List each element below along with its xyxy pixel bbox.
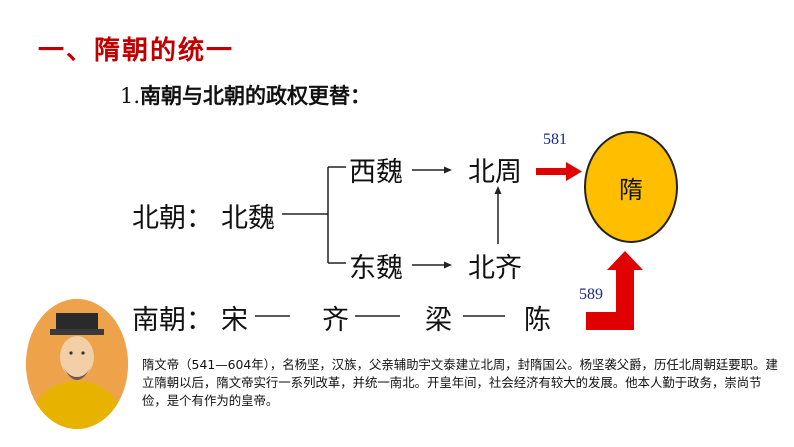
year-589: 589 [579, 286, 603, 303]
year-581: 581 [543, 131, 567, 148]
node-beiqi: 北齐 [468, 253, 522, 284]
arrowhead [494, 186, 502, 194]
sui-label: 隋 [619, 175, 643, 204]
node-song: 宋 [221, 305, 248, 336]
section-number: 1. [120, 84, 141, 108]
arrowhead [444, 261, 452, 269]
north-label: 北朝： [132, 203, 213, 234]
red-arrow-south [586, 251, 643, 330]
node-liang: 梁 [425, 305, 452, 336]
node-qi: 齐 [322, 305, 349, 336]
red-arrow-north-shaft [536, 168, 568, 175]
node-dongwei: 东魏 [349, 253, 403, 284]
south-label: 南朝： [132, 305, 213, 336]
emperor-figure-icon [26, 299, 128, 429]
emperor-portrait [26, 299, 128, 429]
red-arrow-north-head [566, 162, 582, 181]
arrowhead [444, 166, 452, 174]
section-subtitle: 1.南朝与北朝的政权更替： [120, 80, 371, 110]
page-title: 一、隋朝的统一 [38, 36, 235, 66]
sui-node: 隋 [584, 131, 678, 243]
section-subtitle-text: 南朝与北朝的政权更替： [140, 84, 372, 108]
emperor-description: 隋文帝（541—604年），名杨坚，汉族，父亲辅助宇文泰建立北周，封隋国公。杨坚… [142, 357, 778, 408]
node-xiwei: 西魏 [349, 157, 403, 188]
node-beiwei: 北魏 [221, 203, 275, 234]
node-beizhou: 北周 [468, 157, 522, 188]
node-chen: 陈 [524, 305, 551, 336]
